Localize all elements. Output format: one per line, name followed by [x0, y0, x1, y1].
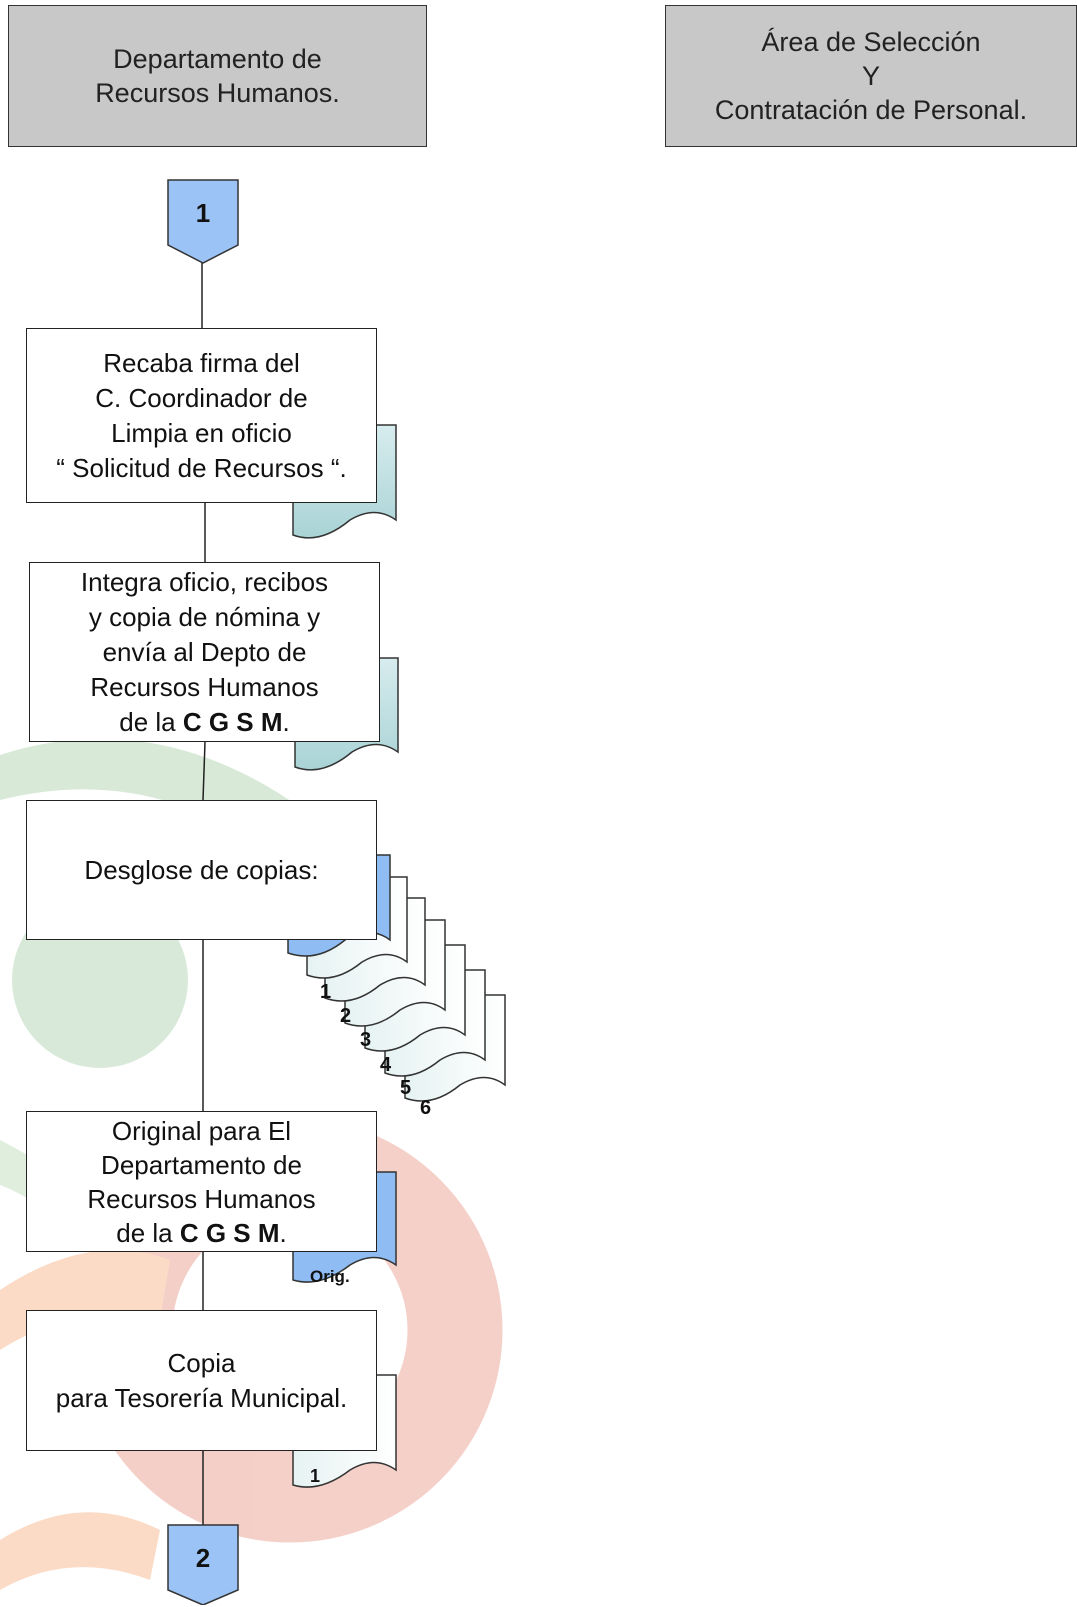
process-step-copia-tesoreria: Copia para Tesorería Municipal. — [26, 1310, 377, 1451]
lane-right-line3: Contratación de Personal. — [714, 95, 1028, 125]
copy-number-6: 6 — [420, 1097, 431, 1119]
step2-line2: y copia de nómina y — [88, 601, 321, 632]
offpage-connector-1: 1 — [168, 180, 238, 262]
step2-line4: Recursos Humanos — [90, 671, 319, 702]
copy-number-5: 5 — [400, 1077, 411, 1099]
step2-line5-prefix: de la — [119, 706, 183, 737]
step2-line3: envía al Depto de — [102, 636, 307, 667]
tesoreria-copy-label: 1 — [310, 1466, 320, 1486]
lane-left-line1: Departamento de — [113, 44, 322, 74]
flow-lines — [201, 263, 206, 1525]
step2-line1: Integra oficio, recibos — [80, 566, 329, 597]
step4-line4: de la C G S M. — [116, 1216, 287, 1250]
step1-line4: “ Solicitud de Recursos “. — [56, 452, 347, 483]
step4-line2: Departamento de — [101, 1149, 302, 1180]
lane-right-line2: Y — [861, 61, 880, 91]
step2-line5-bold: C G S M — [182, 706, 283, 737]
connector-1-shape — [167, 179, 239, 264]
step2-line5: de la C G S M. — [119, 705, 290, 740]
lane-right-line1: Área de Selección — [761, 27, 981, 57]
step1-line3: Limpia en oficio — [111, 417, 292, 448]
connector-1-label: 1 — [195, 198, 211, 228]
process-step-recaba-firma: Recaba firma del C. Coordinador de Limpi… — [26, 328, 377, 503]
step5-line2: para Tesorería Municipal. — [55, 1382, 348, 1413]
step4-line4-suffix: . — [279, 1217, 287, 1248]
copy-number-1: 1 — [320, 981, 331, 1003]
copy-number-2: 2 — [340, 1005, 351, 1027]
process-step-original-rh: Original para El Departamento de Recurso… — [26, 1111, 377, 1252]
copy-number-3: 3 — [360, 1029, 371, 1051]
step5-line1: Copia — [167, 1347, 236, 1378]
connector-2-label: 2 — [195, 1543, 211, 1573]
step1-line1: Recaba firma del — [103, 347, 300, 378]
connector-shapes — [167, 179, 239, 1605]
step4-line4-bold: C G S M — [179, 1217, 280, 1248]
step4-line4-prefix: de la — [116, 1217, 180, 1248]
lane-header-recursos-humanos: Departamento de Recursos Humanos. — [8, 5, 427, 147]
process-step-integra-oficio: Integra oficio, recibos y copia de nómin… — [29, 562, 380, 742]
document-labels: 1 2 3 4 5 6 Orig. 1 — [310, 981, 431, 1486]
step2-line5-suffix: . — [282, 706, 290, 737]
connector-2-shape — [167, 1524, 239, 1605]
step1-line2: C. Coordinador de — [95, 382, 308, 413]
lane-header-seleccion-contratacion: Área de Selección Y Contratación de Pers… — [665, 5, 1077, 147]
step3-line1: Desglose de copias: — [84, 854, 319, 885]
copy-number-4: 4 — [380, 1054, 392, 1076]
step4-line1: Original para El — [111, 1115, 292, 1146]
offpage-connector-2: 2 — [168, 1525, 238, 1607]
lane-left-line2: Recursos Humanos. — [95, 78, 340, 108]
step4-line3: Recursos Humanos — [87, 1183, 316, 1214]
process-step-desglose-copias: Desglose de copias: — [26, 800, 377, 940]
orig-doc-label: Orig. — [310, 1267, 350, 1286]
